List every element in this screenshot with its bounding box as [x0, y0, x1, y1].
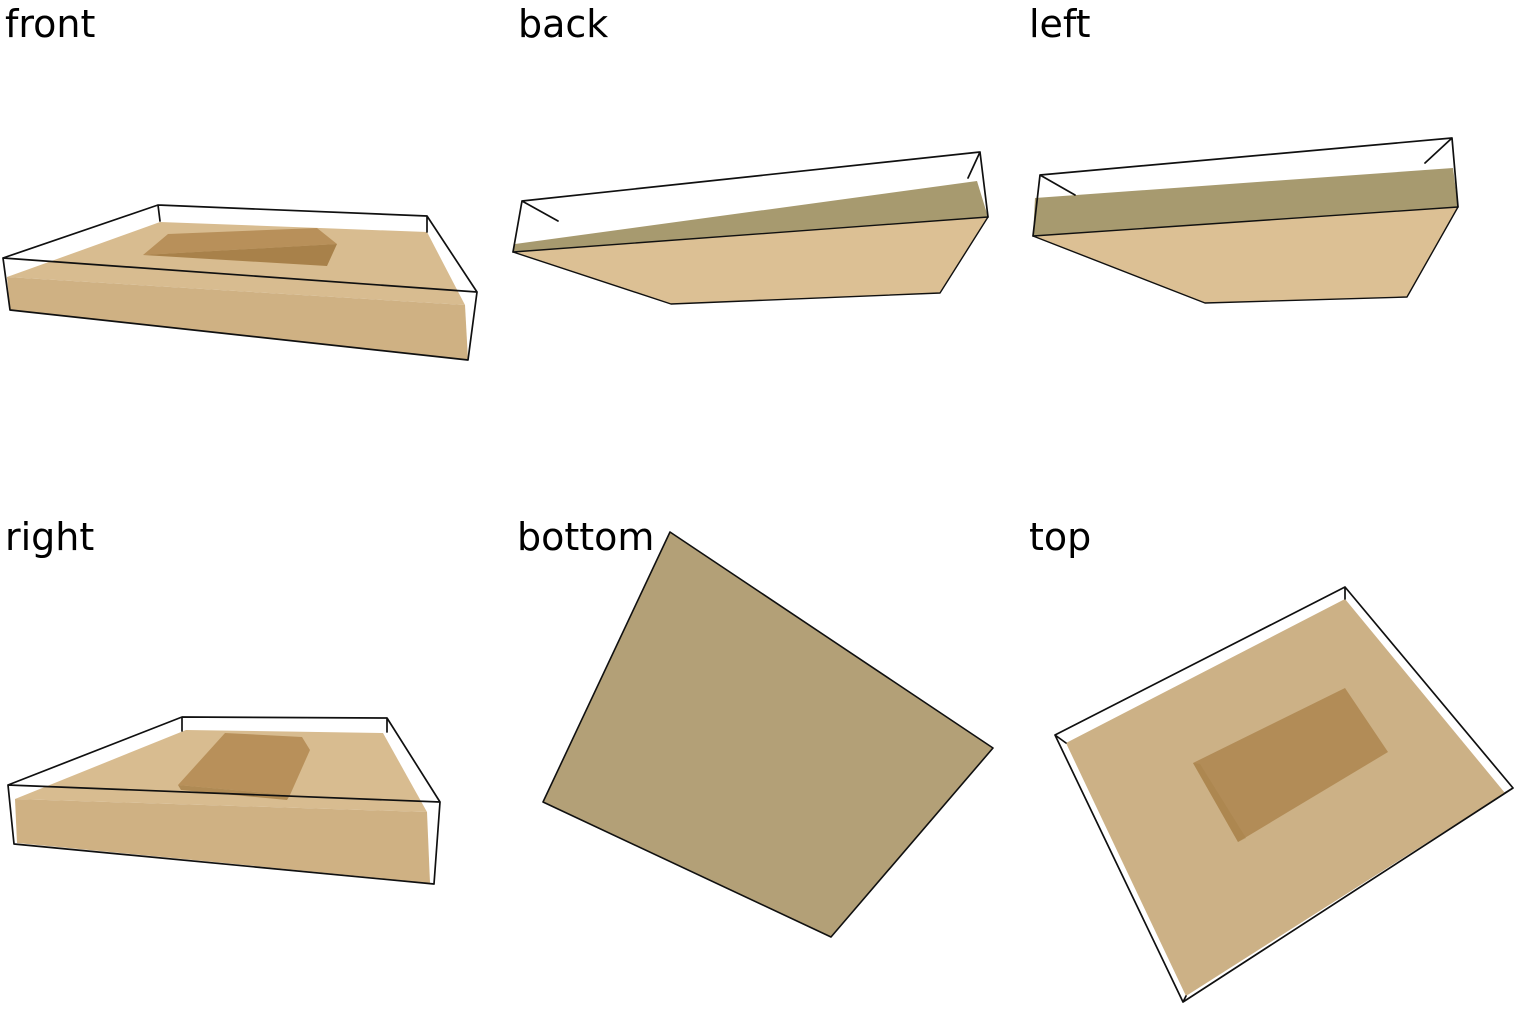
- front-mesa-bevel-face: [143, 244, 337, 266]
- view-left-figure: [1032, 137, 1459, 304]
- top-mesa-bevel-face: [1193, 763, 1246, 842]
- top-mesa-top-face: [1193, 688, 1388, 842]
- top-bounding-box-wireframe: [1054, 586, 1514, 1003]
- right-slab-front-face: [15, 799, 430, 883]
- front-slab-top-face: [7, 222, 465, 305]
- view-label-back: back: [518, 2, 609, 46]
- view-bottom-figure: [542, 531, 994, 938]
- view-right-figure: [7, 716, 441, 885]
- view-top-figure: [1054, 586, 1514, 1003]
- back-bounding-box-wireframe: [512, 151, 989, 253]
- back-slab-top-edge-band: [513, 181, 988, 252]
- front-bounding-box-wireframe: [2, 204, 478, 361]
- left-slab-bottom-face: [1032, 206, 1459, 304]
- view-label-top: top: [1029, 515, 1092, 559]
- view-label-left: left: [1029, 2, 1091, 46]
- right-bounding-box-wireframe: [7, 716, 441, 885]
- view-back-figure: [512, 151, 989, 305]
- back-slab-bottom-face: [512, 216, 989, 305]
- view-front-figure: [2, 204, 478, 361]
- front-slab-front-face: [7, 277, 468, 360]
- view-label-front: front: [5, 2, 96, 46]
- front-mesa-top-face: [143, 228, 337, 255]
- view-label-bottom: bottom: [517, 515, 655, 559]
- view-label-right: right: [5, 515, 95, 559]
- left-bounding-box-wireframe: [1032, 137, 1459, 237]
- right-mesa-top-face: [178, 733, 310, 795]
- bottom-slab-bottom-face: [542, 531, 994, 938]
- left-slab-top-edge-band: [1033, 168, 1458, 236]
- right-mesa-bevel-face: [178, 785, 290, 800]
